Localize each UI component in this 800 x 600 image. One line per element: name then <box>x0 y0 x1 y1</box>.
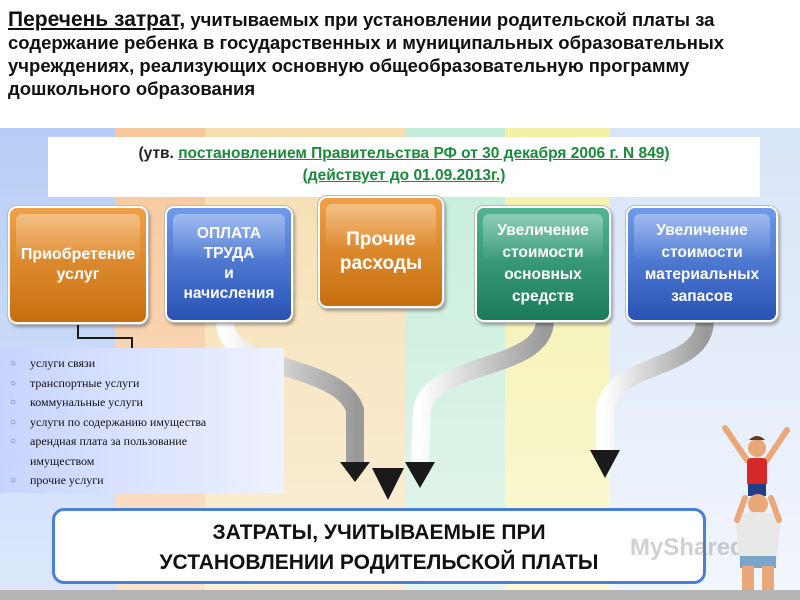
service-text: коммунальные услуги <box>30 395 143 409</box>
arrow-card1-to-list <box>77 325 133 350</box>
result-line-2: УСТАНОВЛЕНИИ РОДИТЕЛЬСКОЙ ПЛАТЫ <box>159 551 599 574</box>
watermark-logo: MyShared <box>630 534 745 561</box>
card-materials[interactable]: Увеличение стоимости материальных запасо… <box>625 205 779 323</box>
slide-title: Перечень затрат, учитываемых при установ… <box>8 8 793 100</box>
card-other-label: Прочие расходы <box>339 229 423 274</box>
card-fixed-assets-label: Увеличение стоимости основных средств <box>497 222 589 305</box>
service-list-item: ○ транспортные услуги <box>10 374 284 394</box>
service-list-item: ○ прочие услуги <box>10 471 284 491</box>
law-link[interactable]: постановлением Правительства РФ от 30 де… <box>178 145 670 162</box>
arrowhead-3 <box>405 462 435 488</box>
service-text: транспортные услуги <box>30 375 140 390</box>
service-list-item: имуществом <box>10 452 284 472</box>
service-text: услуги по содержанию имущества <box>30 414 207 429</box>
service-text: имуществом <box>30 453 95 468</box>
title-rest: учитываемых при установлении родительско… <box>8 9 725 99</box>
bullet-icon: ○ <box>10 397 17 408</box>
result-line-1: ЗАТРАТЫ, УЧИТЫВАЕМЫЕ ПРИ <box>212 521 546 544</box>
services-list: ○ услуги связи ○ транспортные услуги ○ коммун… <box>10 354 284 491</box>
arrow-shaft-1 <box>216 320 364 465</box>
service-list-item: ○ услуги по содержанию имущества <box>10 413 284 433</box>
arrowhead-1 <box>340 462 370 482</box>
law-prefix: (утв. <box>138 145 179 162</box>
service-list-item: ○ коммунальные услуги <box>10 393 284 413</box>
arrow-shaft-2 <box>411 318 554 466</box>
service-text: арендная плата за пользование <box>30 434 188 448</box>
bullet-icon <box>10 452 30 472</box>
arrow-shaft-3 <box>596 319 714 450</box>
service-text: услуги связи <box>30 356 96 370</box>
bullet-icon: ○ <box>10 436 17 447</box>
arrowhead-2 <box>372 468 404 500</box>
card-services-label: Приобретение услуг <box>20 246 136 283</box>
service-list-item: ○ арендная плата за пользование <box>10 432 284 452</box>
card-materials-label: Увеличение стоимости материальных запасо… <box>644 222 760 305</box>
law-validity[interactable]: (действует до 01.09.2013г.) <box>302 167 506 184</box>
bullet-icon: ○ <box>10 377 17 389</box>
card-services[interactable]: Приобретение услуг <box>7 205 149 325</box>
result-box: ЗАТРАТЫ, УЧИТЫВАЕМЫЕ ПРИ УСТАНОВЛЕНИИ РО… <box>52 508 706 584</box>
service-text: прочие услуги <box>30 473 104 487</box>
arrowhead-4 <box>590 450 620 478</box>
title-lead: Перечень затрат, <box>8 8 186 31</box>
card-labor[interactable]: ОПЛАТА ТРУДА и начисления <box>164 205 294 323</box>
service-list-item: ○ услуги связи <box>10 354 284 374</box>
card-other-expenses[interactable]: Прочие расходы <box>317 195 445 309</box>
law-reference: (утв. постановлением Правительства РФ от… <box>48 137 760 197</box>
card-fixed-assets[interactable]: Увеличение стоимости основных средств <box>474 205 612 323</box>
bottom-bar <box>0 590 800 600</box>
card-labor-label: ОПЛАТА ТРУДА и начисления <box>183 225 275 302</box>
bullet-icon: ○ <box>10 475 17 486</box>
bullet-icon: ○ <box>10 358 17 369</box>
bullet-icon: ○ <box>10 416 17 428</box>
services-list-box: ○ услуги связи ○ транспортные услуги ○ коммун… <box>0 348 284 493</box>
family-illustration-icon <box>722 425 790 600</box>
